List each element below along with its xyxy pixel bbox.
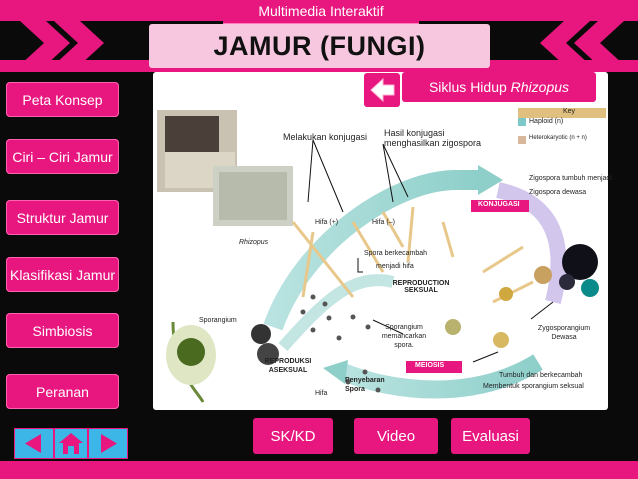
key-title: Key	[563, 108, 576, 115]
key-heterokaryotic: Heterokaryotic (n + n)	[529, 135, 587, 141]
chevron-right-double-icon[interactable]	[16, 17, 146, 69]
label-reproduksi-aseksual: REPRODUKSI ASEKSUAL	[255, 357, 321, 375]
arrow-left-icon	[370, 77, 395, 103]
sidebar-item-struktur-jamur[interactable]: Struktur Jamur	[6, 200, 119, 235]
home-button[interactable]	[54, 428, 88, 459]
page-title: JAMUR (FUNGI)	[213, 31, 426, 61]
bottom-pink-bar	[0, 461, 638, 479]
label-konjugasi: KONJUGASI	[478, 201, 520, 208]
video-label: Video	[376, 427, 416, 445]
label-rhizopus: Rhizopus	[239, 239, 269, 246]
sidebar-item-peta-konsep[interactable]: Peta Konsep	[6, 82, 119, 117]
label-sporangium-memancarkan-2: memancarkan	[381, 333, 427, 340]
label-hasil-konjugasi-1: Hasil konjugasi	[384, 128, 445, 138]
label-zigospora-tumbuh: Zigospora tumbuh menjadi	[529, 175, 612, 182]
label-sporangium-memancarkan: Sporangium memancarkan spora.	[369, 323, 439, 350]
evaluasi-label: Evaluasi	[462, 427, 519, 445]
sk-kd-button[interactable]: SK/KD	[253, 418, 333, 454]
sidebar-item-label: Peranan	[36, 383, 89, 400]
sidebar-item-label: Ciri – Ciri Jamur	[12, 148, 113, 165]
content-panel: Key Haploid (n) Heterokaryotic (n + n) M…	[153, 72, 612, 410]
label-reproduksi-aseksual-1: REPRODUKSI	[264, 358, 312, 365]
label-hifa: Hifa	[315, 390, 328, 397]
next-button[interactable]	[88, 428, 128, 459]
sidebar-item-peranan[interactable]: Peranan	[6, 374, 119, 409]
label-penyebaran-spora: Penyebaran Spora	[345, 376, 385, 394]
label-zygosporangium-1: Zygosporangium	[537, 325, 591, 332]
chevron-left-double-icon[interactable]	[498, 17, 628, 69]
label-penyebaran-spora-1: Penyebaran	[345, 377, 385, 384]
sidebar-item-klasifikasi-jamur[interactable]: Klasifikasi Jamur	[6, 257, 119, 292]
home-icon	[59, 433, 83, 454]
label-tumbuh-berkecambah: Tumbuh dan berkecambah	[499, 372, 583, 379]
sidebar-item-label: Struktur Jamur	[16, 209, 109, 226]
evaluasi-button[interactable]: Evaluasi	[451, 418, 530, 454]
sidebar-item-label: Klasifikasi Jamur	[9, 266, 116, 283]
label-reproduksi-aseksual-2: ASEKSUAL	[268, 367, 308, 374]
sidebar-item-label: Simbiosis	[32, 322, 93, 339]
label-sporangium: Sporangium	[199, 317, 237, 324]
prev-button[interactable]	[14, 428, 54, 459]
label-melakukan-konjugasi: Melakukan konjugasi	[283, 132, 368, 142]
label-meiosis: MEIOSIS	[415, 362, 445, 369]
label-reproduction-seksual-2: SEKSUAL	[404, 287, 438, 294]
label-hifa-plus: Hifa (+)	[315, 219, 339, 226]
label-hasil-konjugasi-2: menghasilkan zigospora	[384, 138, 482, 148]
label-membentuk-sporangium: Membentuk sporangium seksual	[483, 383, 584, 390]
video-button[interactable]: Video	[354, 418, 438, 454]
label-spora-berkecambah-2: menjadi hifa	[376, 263, 414, 270]
header-subtitle: Multimedia Interaktif	[258, 3, 384, 19]
back-arrow-button[interactable]	[364, 73, 400, 107]
cycle-title-italic: Rhizopus	[510, 79, 570, 95]
label-sporangium-memancarkan-1: Sporangium	[385, 324, 423, 331]
label-penyebaran-spora-2: Spora	[345, 386, 365, 393]
label-zygosporangium: Zygosporangium Dewasa	[524, 324, 604, 342]
header-subtitle-box: Multimedia Interaktif	[223, 0, 419, 24]
key-haploid: Haploid (n)	[529, 118, 564, 125]
sidebar-item-label: Peta Konsep	[22, 91, 103, 108]
label-spora-berkecambah-1: Spora berkecambah	[364, 250, 428, 257]
sidebar-item-simbiosis[interactable]: Simbiosis	[6, 313, 119, 348]
label-reproduction-seksual-1: REPRODUCTION	[392, 280, 450, 287]
triangle-right-icon	[101, 434, 117, 453]
cycle-title-box: Siklus Hidup Rhizopus	[402, 72, 596, 102]
rhizopus-life-cycle-diagram	[157, 108, 606, 403]
header-title-box: JAMUR (FUNGI)	[149, 24, 490, 68]
cycle-title-prefix: Siklus Hidup	[428, 79, 511, 95]
label-hifa-minus: Hifa (–)	[372, 219, 395, 226]
label-sporangium-memancarkan-3: spora.	[394, 342, 414, 349]
label-reproduction-seksual: REPRODUCTION SEKSUAL	[386, 280, 456, 294]
sk-kd-label: SK/KD	[270, 427, 316, 445]
sidebar-item-ciri-ciri-jamur[interactable]: Ciri – Ciri Jamur	[6, 139, 119, 174]
label-zygosporangium-2: Dewasa	[551, 334, 577, 341]
triangle-left-icon	[25, 434, 41, 453]
label-zigospora-dewasa: Zigospora dewasa	[529, 189, 587, 196]
